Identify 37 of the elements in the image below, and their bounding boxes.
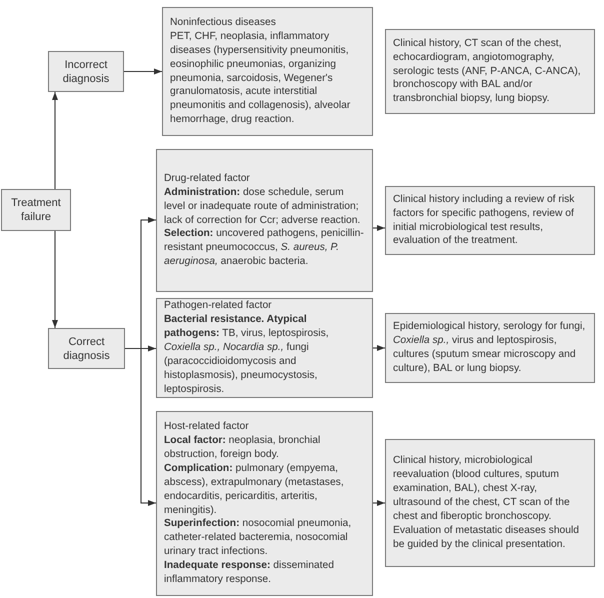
box-text: Administration: dose schedule, serum level or inadequate route of administration; lack of correction for Ccr; adverse reaction.	[164, 186, 362, 228]
arrow	[372, 500, 386, 506]
arrow	[52, 92, 58, 190]
box-label: Correct diagnosis	[62, 334, 111, 362]
arrow	[52, 230, 58, 328]
box-text: Inadequate response: disseminated inflammatory response.	[164, 559, 335, 587]
box-text: Selection: uncovered pathogens, penicillin-resistant pneumococcus, S. aureus, P. aeruginosa, anaerobic bacteria.	[164, 227, 365, 270]
box-heading: Drug-related factor	[164, 172, 251, 186]
box-heading: Noninfectious diseases	[170, 16, 277, 30]
arrow	[372, 345, 386, 351]
arrow	[124, 68, 162, 74]
arrow	[372, 225, 386, 231]
box-text: Epidemiological history, serology for fungi, Coxiella sp., virus and leptospirosis, cultures (sputum smear microscopy and culture), BAL or lung biopsy.	[393, 320, 586, 376]
text-box	[48, 51, 124, 92]
box-label: Treatment failure	[10, 196, 62, 224]
box-text: Clinical history, microbiological reevaluation (blood cultures, sputum examination, BAL), chest X-ray, ultrasound of the chest, CT scan of the chest and fiberoptic bronchoscopy. Evaluation of metastatic diseases should be guided by the clinical presentation.	[393, 454, 580, 552]
text-box	[48, 328, 125, 369]
box-text: Complication: pulmonary (empyema, abscess), extrapulmonary (metastases, endocarditis, pericarditis, arteritis, meningitis).	[164, 462, 345, 518]
text-box	[385, 186, 595, 255]
box-text: Local factor: neoplasia, bronchial obstruction, foreign body.	[164, 434, 322, 462]
text-box	[156, 411, 373, 596]
text-box	[385, 29, 595, 114]
box-text: Bacterial resistance. Atypical pathogens: TB, virus, leptospirosis, Coxiella sp., Nocardia sp., fungi (paracoccidioidomycosis and histoplasmosis), pneumocystosis, leptospirosis.	[164, 313, 330, 397]
text-box	[1, 189, 71, 231]
box-text: Superinfection: nosocomial pneumonia, catheter-related bacteremia, nosocomial urinary tract infections.	[164, 517, 352, 560]
text-box	[385, 439, 595, 567]
box-text: Clinical history including a review of risk factors for specific pathogens, review of initial microbiological test results, evaluation of the treatment.	[393, 192, 576, 248]
text-box	[156, 149, 373, 292]
text-box	[385, 313, 595, 383]
box-label: Incorrect diagnosis	[62, 58, 110, 86]
box-heading: Pathogen-related factor	[164, 299, 273, 314]
box-heading: Host-related factor	[164, 420, 250, 434]
box-text: PET, CHF, neoplasia, inflammatory diseases (hypersensitivity pneumonitis, eosinophilic pneumonias, organizing pneumonia, sarcoidosis, Wegener's granulomatosis, acute interstitial pneumonitis and collagenosis), alveolar hemorrhage, drug reaction.	[170, 30, 352, 128]
text-box	[156, 298, 373, 398]
arrow	[124, 348, 156, 506]
box-text: Clinical history, CT scan of the chest, echocardiogram, angiotomography, serologic tests (ANF, P-ANCA, C-ANCA), bronchoscopy with BAL and/or transbronchial biopsy, lung biopsy.	[393, 36, 582, 106]
text-box	[162, 7, 373, 136]
